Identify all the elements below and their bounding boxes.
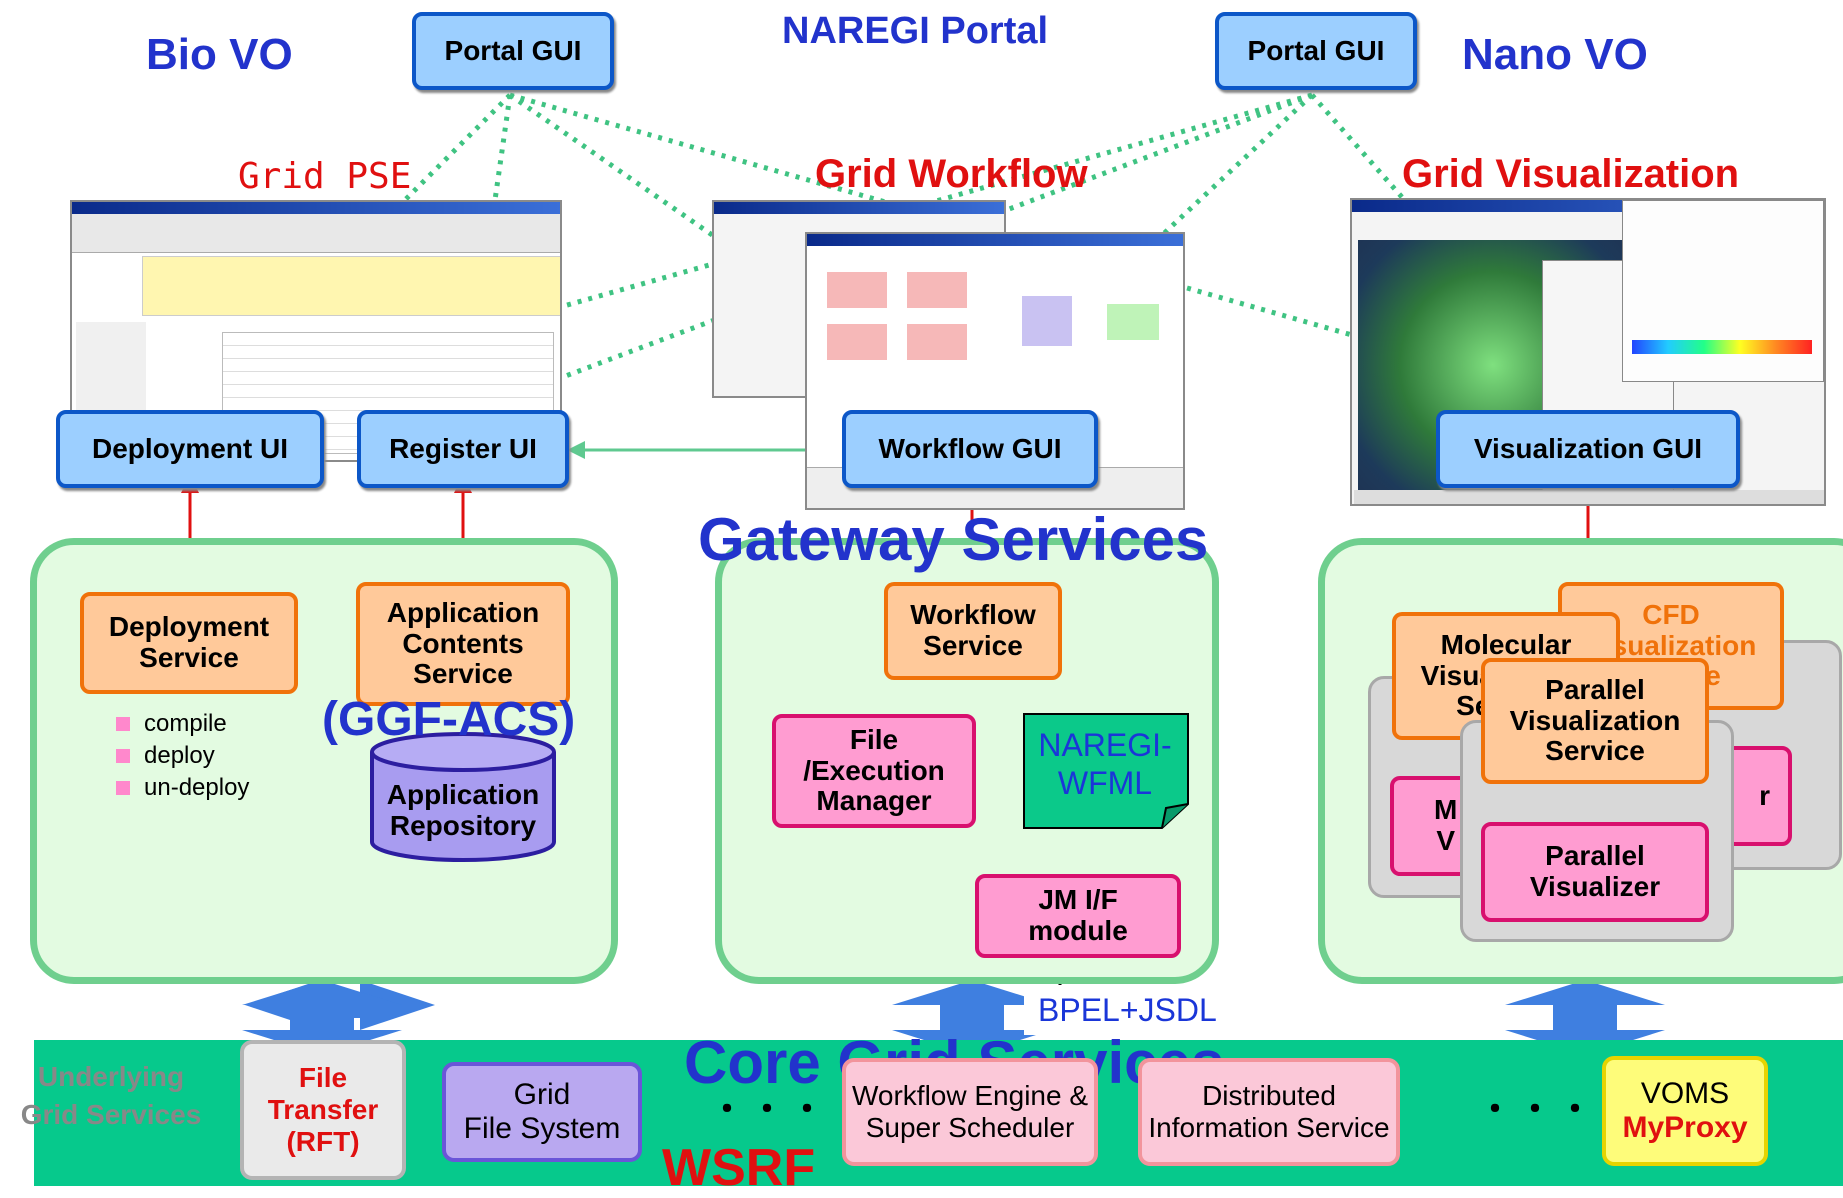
bio-link-arrow xyxy=(242,980,402,1055)
bullet-undeploy: un-deploy xyxy=(116,774,249,802)
workflow-gui-button[interactable]: Workflow GUI xyxy=(842,410,1098,488)
naregi-wfml-document xyxy=(1023,713,1189,829)
workflow-engine-box[interactable]: Workflow Engine & Super Scheduler xyxy=(842,1058,1098,1166)
file-execution-manager-box[interactable]: File /Execution Manager xyxy=(772,714,976,828)
voms-myproxy-box[interactable]: VOMS MyProxy xyxy=(1602,1056,1768,1166)
bullet-deploy: deploy xyxy=(116,742,215,770)
bullet-compile: compile xyxy=(116,710,227,738)
application-contents-service-box[interactable]: Application Contents Service xyxy=(356,582,570,706)
portal-gui-right[interactable]: Portal GUI xyxy=(1215,12,1417,90)
ellipsis-right: ・・・ xyxy=(1478,1091,1598,1129)
naregi-wfml-label: NAREGI- WFML xyxy=(1038,727,1172,802)
grid-pse-title: Grid PSE xyxy=(238,156,412,197)
bpel-jsdl-label: BPEL+JSDL xyxy=(1024,986,1231,1035)
jm-if-module-box[interactable]: JM I/F module xyxy=(975,874,1181,958)
grid-file-system-box[interactable]: Grid File System xyxy=(442,1062,642,1162)
bio-vo-title: Bio VO xyxy=(146,30,293,79)
nano-vo-title: Nano VO xyxy=(1462,30,1648,79)
ggf-acs-label: (GGF-ACS) xyxy=(322,693,576,746)
workflow-service-box[interactable]: Workflow Service xyxy=(884,582,1062,680)
distributed-information-service-box[interactable]: Distributed Information Service xyxy=(1138,1058,1400,1166)
workflow-link-arrow xyxy=(892,980,1052,1055)
portal-gui-left[interactable]: Portal GUI xyxy=(412,12,614,90)
application-repository-cylinder xyxy=(370,732,556,862)
gateway-services-title: Gateway Services xyxy=(698,506,1209,573)
file-transfer-rft-box[interactable]: File Transfer (RFT) xyxy=(240,1040,406,1180)
application-repository-label: Application Repository xyxy=(386,779,540,841)
grid-workflow-title: Grid Workflow xyxy=(815,152,1088,196)
parallel-visualization-service-box[interactable]: Parallel Visualization Service xyxy=(1481,658,1709,784)
underlying-grid-services-label: Underlying Grid Services xyxy=(20,1061,202,1130)
grid-visualization-title: Grid Visualization xyxy=(1402,152,1740,196)
visualization-screenshot xyxy=(1350,198,1826,506)
nano-link-arrow xyxy=(1505,980,1665,1055)
voms-label: VOMS xyxy=(1640,1076,1730,1110)
deployment-service-box[interactable]: Deployment Service xyxy=(80,592,298,694)
register-ui-button[interactable]: Register UI xyxy=(357,410,569,488)
ellipsis-left: ・・・ xyxy=(710,1091,830,1129)
parallel-visualizer-box[interactable]: Parallel Visualizer xyxy=(1481,822,1709,922)
wsrf-title: WSRF xyxy=(662,1139,816,1197)
myproxy-label: MyProxy xyxy=(1622,1111,1748,1144)
deployment-ui-button[interactable]: Deployment UI xyxy=(56,410,324,488)
naregi-portal-title: NAREGI Portal xyxy=(782,10,1049,52)
visualization-gui-button[interactable]: Visualization GUI xyxy=(1436,410,1740,488)
